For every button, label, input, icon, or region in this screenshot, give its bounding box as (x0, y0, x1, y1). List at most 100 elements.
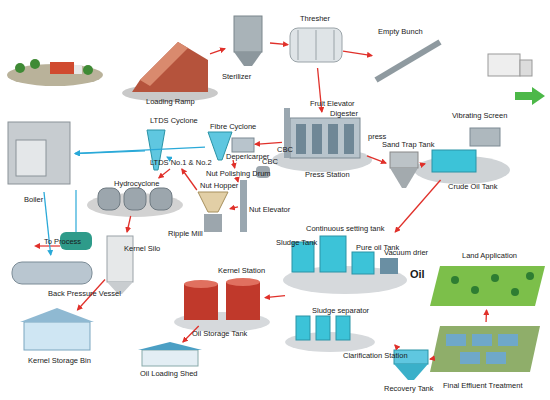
sand-trap (390, 152, 418, 188)
equipment-node: To ProcessBack Pressure Vessel (10, 255, 95, 288)
equipment-label: Fruit Elevator (310, 99, 355, 108)
equipment-label: Sterilizer (222, 72, 251, 81)
equipment-label: Final Effluent Treatment (443, 381, 523, 390)
equipment-node: Final Effluent Treatment (430, 322, 540, 374)
loading-ramp (132, 42, 208, 92)
flow-arrow (395, 345, 397, 347)
settling-tank (320, 236, 346, 272)
flow-arrow (395, 180, 440, 232)
equipment-label: LTDS Cyclone (150, 116, 198, 125)
tank-top (226, 278, 260, 286)
boiler (8, 122, 92, 250)
free-label: Oil (410, 268, 425, 280)
equipment-node: Sterilizer (225, 12, 270, 70)
tank-body (390, 152, 418, 168)
thresher (290, 28, 342, 62)
equipment-label: Boiler (24, 195, 43, 204)
oil-storage (138, 278, 260, 366)
equipment-label: Loading Ramp (146, 97, 195, 106)
cyclones (147, 130, 254, 170)
equipment-label: Press Station (305, 170, 350, 179)
digester (296, 124, 306, 154)
equipment-node: Kernel Silo (105, 232, 135, 294)
equipment-label: Sludge Tank (276, 238, 317, 247)
recovery-cone (394, 364, 428, 380)
palm-tree (83, 65, 93, 75)
flow-arrow (75, 147, 205, 153)
equipment-node: Continuous setting tankSludge TankPure o… (285, 232, 405, 347)
palm (451, 276, 459, 284)
back-pressure-vessel (12, 262, 92, 284)
separator (316, 316, 330, 340)
equipment-label: Vacuum drier (384, 248, 428, 257)
flow-arrow (367, 156, 386, 163)
drum-rib (316, 30, 317, 60)
drum (150, 188, 172, 210)
equipment-label: Nut Elevator (249, 205, 290, 214)
flow-arrow (233, 160, 235, 168)
palm (471, 286, 479, 294)
equipment-label: Thresher (300, 14, 330, 23)
pond (472, 334, 492, 346)
flow-arrow (343, 51, 372, 55)
pipe-head (34, 243, 40, 249)
flow-arrow (422, 163, 425, 165)
equipment-label: Back Pressure Vessel (48, 289, 121, 298)
flow-arrow (166, 156, 167, 157)
equipment-node: Hydrocyclone (95, 178, 175, 216)
clarification (292, 236, 428, 380)
storage-bin (24, 322, 90, 350)
pond (446, 334, 466, 346)
flow-arrow (255, 142, 282, 144)
flow-arrow (182, 169, 197, 190)
equipment-node: Boiler (5, 118, 75, 192)
equipment-node: Loading Ramp (130, 40, 210, 95)
separator (296, 316, 310, 340)
press-frame (290, 118, 360, 158)
equipment-node: Nut Elevator (238, 178, 250, 233)
equipment-node: Thresher (288, 26, 343, 68)
palm (491, 274, 499, 282)
mill (204, 214, 222, 232)
equipment-label: Digester (330, 109, 358, 118)
separator (336, 316, 350, 340)
effluent (430, 266, 545, 372)
vibrating-screen (470, 128, 500, 146)
equipment-node: Oil Storage Tank (180, 278, 265, 326)
screen-crude-tank (432, 128, 500, 172)
tank-cone (390, 168, 418, 188)
loading-shed (142, 350, 198, 366)
effluent-ground (430, 326, 540, 372)
equipment-label: press (368, 132, 386, 141)
equipment-label: Oil Storage Tank (192, 329, 247, 338)
sterilizer-body (234, 16, 262, 52)
drum-rib (298, 30, 299, 60)
tank-top (184, 280, 218, 288)
sterilizer-cone (234, 52, 262, 66)
bin-roof (20, 308, 94, 322)
equipment-label: Hydrocyclone (114, 179, 159, 188)
equipment-label: To Process (44, 237, 81, 246)
equipment-label: Continuous setting tank (306, 224, 384, 233)
depericarper (232, 138, 254, 152)
digester (344, 124, 354, 154)
shed-roof (138, 342, 202, 350)
empty-bunch-conveyor (376, 42, 545, 105)
steam-pipe (75, 190, 76, 232)
flow-arrow (485, 310, 487, 322)
crude-oil-tank (432, 150, 476, 172)
truck-bed (488, 54, 520, 76)
ramp-body (132, 42, 208, 92)
ground (7, 64, 510, 352)
pond (486, 352, 506, 364)
flow-arrow (127, 216, 131, 232)
equipment-label: Clarification Station (343, 351, 408, 360)
palm (511, 288, 519, 296)
palm-tree (15, 63, 25, 73)
flow-arrow (270, 43, 288, 45)
kernel-silo (107, 236, 133, 282)
nut-hopper (198, 192, 228, 212)
oil-tank (226, 282, 260, 320)
palm (526, 272, 534, 280)
